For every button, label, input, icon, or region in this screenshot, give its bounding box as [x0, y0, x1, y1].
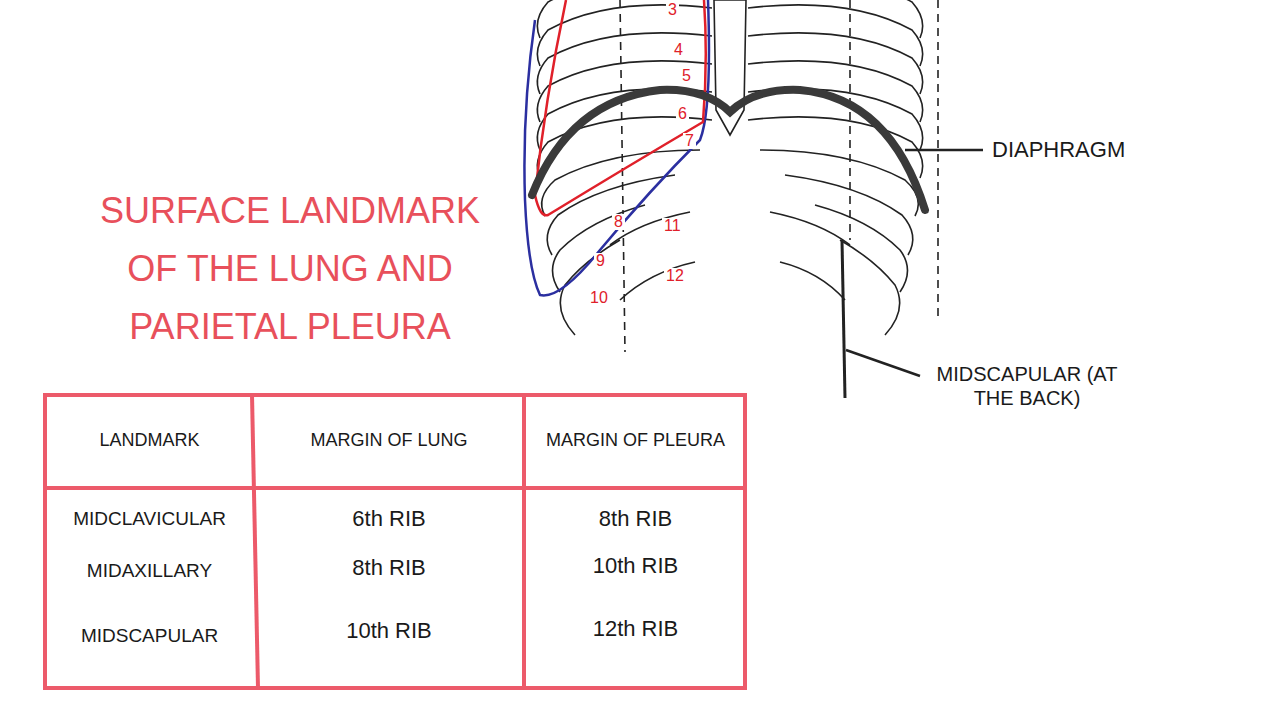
rib [560, 240, 620, 335]
rib-number: 8 [612, 214, 625, 230]
midclavicular-line [849, 0, 851, 240]
rib [815, 205, 908, 292]
table-cell: 10th RIB [526, 553, 745, 579]
table-rule [45, 486, 745, 490]
rib-number: 10 [588, 290, 610, 306]
structure-label: MIDSCAPULAR (AT THE BACK) [922, 362, 1132, 410]
rib [620, 262, 695, 300]
table-cell: MIDAXILLARY [47, 560, 252, 583]
rib-number: 9 [594, 253, 607, 269]
structure-label: DIAPHRAGM [992, 137, 1192, 163]
table-grid [45, 395, 745, 688]
leader-line [905, 149, 983, 152]
rib [780, 262, 845, 300]
table-cell: LANDMARK [47, 430, 252, 452]
midaxillary-line [937, 0, 939, 322]
midclavicular-line [620, 0, 625, 352]
rib-number: 12 [664, 268, 686, 284]
midscapular-line [842, 240, 845, 398]
rib-number: 4 [672, 42, 685, 58]
rib-set [537, 0, 922, 335]
table-cell: MIDCLAVICULAR [47, 508, 252, 531]
rib [610, 212, 690, 245]
rib [840, 240, 900, 335]
rib [760, 150, 918, 216]
table-cell: 6th RIB [254, 506, 524, 532]
table-cell: MARGIN OF LUNG [254, 430, 524, 452]
reference-lines [620, 0, 938, 352]
pleura-margin [524, 0, 709, 295]
table-cell: 10th RIB [254, 618, 524, 644]
table-cell: 8th RIB [254, 555, 524, 581]
table-cell: 8th RIB [526, 506, 745, 532]
table-rule [522, 395, 526, 688]
table-cell: MIDSCAPULAR [47, 625, 252, 648]
table-cell: MARGIN OF PLEURA [526, 430, 745, 452]
table-border [45, 395, 745, 688]
rib [553, 205, 646, 292]
rib-number: 5 [680, 68, 693, 84]
leader-line [846, 350, 920, 376]
lung-margin [535, 0, 706, 215]
rib [770, 212, 850, 245]
rib-number: 6 [676, 106, 689, 122]
table-rule [252, 395, 258, 688]
rib [542, 150, 700, 216]
rib-number: 7 [683, 133, 696, 149]
rib-number: 11 [662, 218, 683, 234]
title: SURFACE LANDMARK OF THE LUNG AND PARIETA… [70, 182, 510, 356]
rib-number: 3 [666, 2, 679, 18]
diaphragm [532, 90, 925, 210]
table-cell: 12th RIB [526, 616, 745, 642]
